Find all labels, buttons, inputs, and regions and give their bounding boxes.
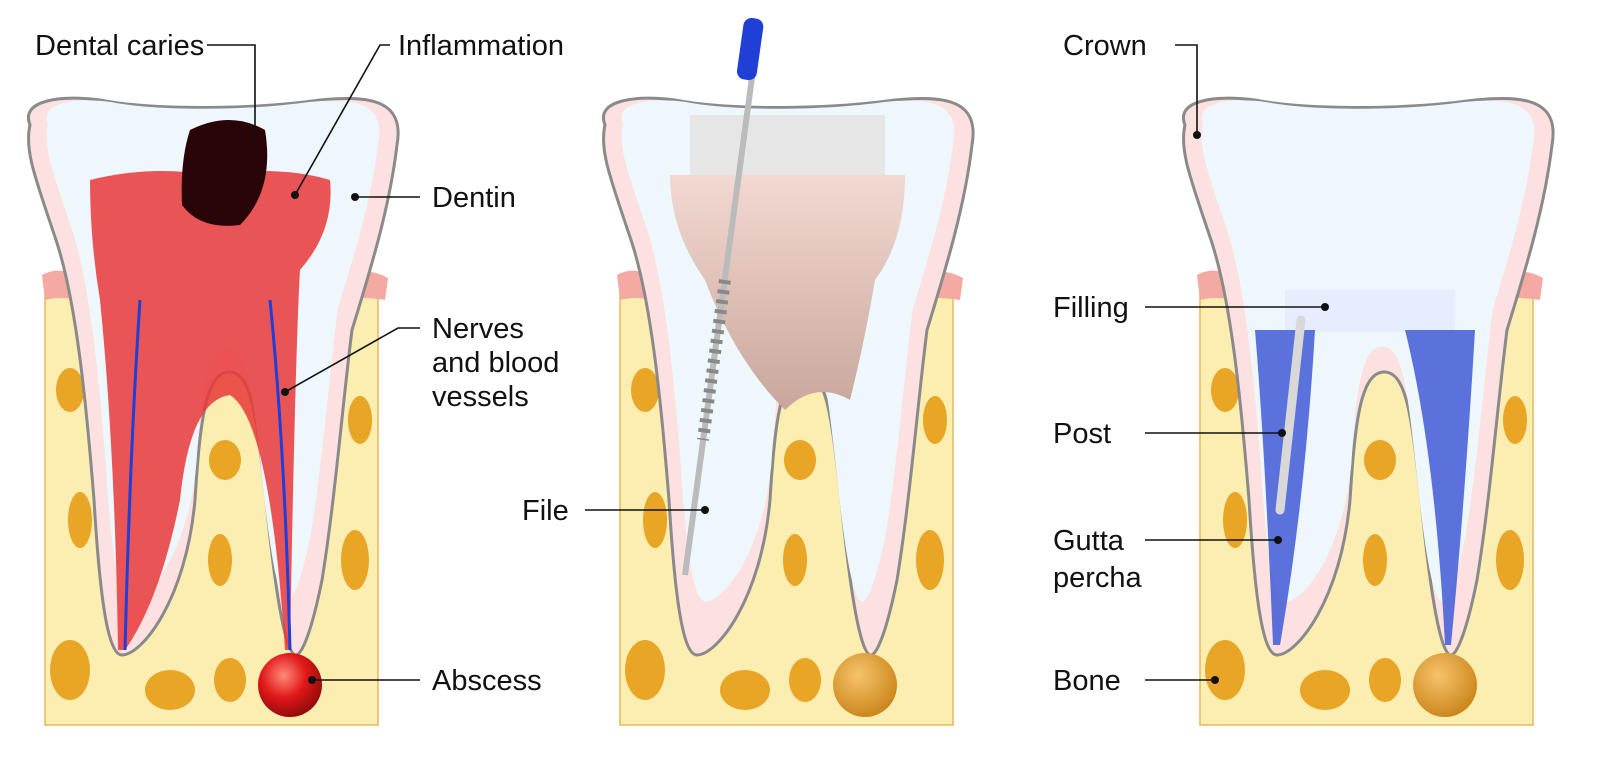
label-inflammation: Inflammation bbox=[398, 30, 564, 62]
bone-lesion-healed bbox=[1413, 653, 1477, 717]
label-gutta-line2: percha bbox=[1053, 562, 1143, 594]
label-gutta-line1: Gutta bbox=[1053, 525, 1125, 557]
label-nerves-line2: and blood bbox=[432, 347, 559, 379]
filling bbox=[1285, 290, 1455, 332]
label-dental-caries: Dental caries bbox=[35, 30, 204, 62]
dental-caries bbox=[181, 120, 268, 226]
label-post: Post bbox=[1053, 418, 1111, 450]
blood-vessels bbox=[123, 299, 292, 651]
gutta-percha bbox=[1255, 330, 1475, 645]
leader-crown bbox=[1175, 44, 1198, 135]
bone-lesion bbox=[833, 653, 897, 717]
file-spiral bbox=[697, 279, 731, 441]
panel-cleaning-tooth bbox=[601, 17, 975, 726]
label-filling: Filling bbox=[1053, 292, 1129, 324]
label-nerves-line3: vessels bbox=[432, 381, 529, 413]
label-file: File bbox=[522, 495, 569, 527]
label-nerves-line1: Nerves bbox=[432, 313, 524, 345]
label-abscess: Abscess bbox=[432, 665, 542, 697]
bone-spots bbox=[50, 368, 372, 710]
inflamed-pulp bbox=[90, 171, 331, 650]
panel-restored-tooth bbox=[1181, 96, 1555, 726]
file-handle bbox=[736, 17, 764, 81]
label-dentin: Dentin bbox=[432, 182, 516, 214]
leader-dental-caries bbox=[207, 44, 256, 140]
leader-nerves bbox=[284, 327, 420, 393]
label-bone: Bone bbox=[1053, 665, 1121, 697]
access-opening bbox=[690, 115, 885, 175]
leader-inflammation bbox=[294, 44, 390, 196]
bone-spots bbox=[625, 368, 947, 710]
post bbox=[1275, 315, 1306, 515]
panel-infected-tooth bbox=[26, 96, 400, 726]
abscess bbox=[258, 653, 322, 717]
label-crown: Crown bbox=[1063, 30, 1147, 62]
bone-spots bbox=[1205, 368, 1527, 710]
